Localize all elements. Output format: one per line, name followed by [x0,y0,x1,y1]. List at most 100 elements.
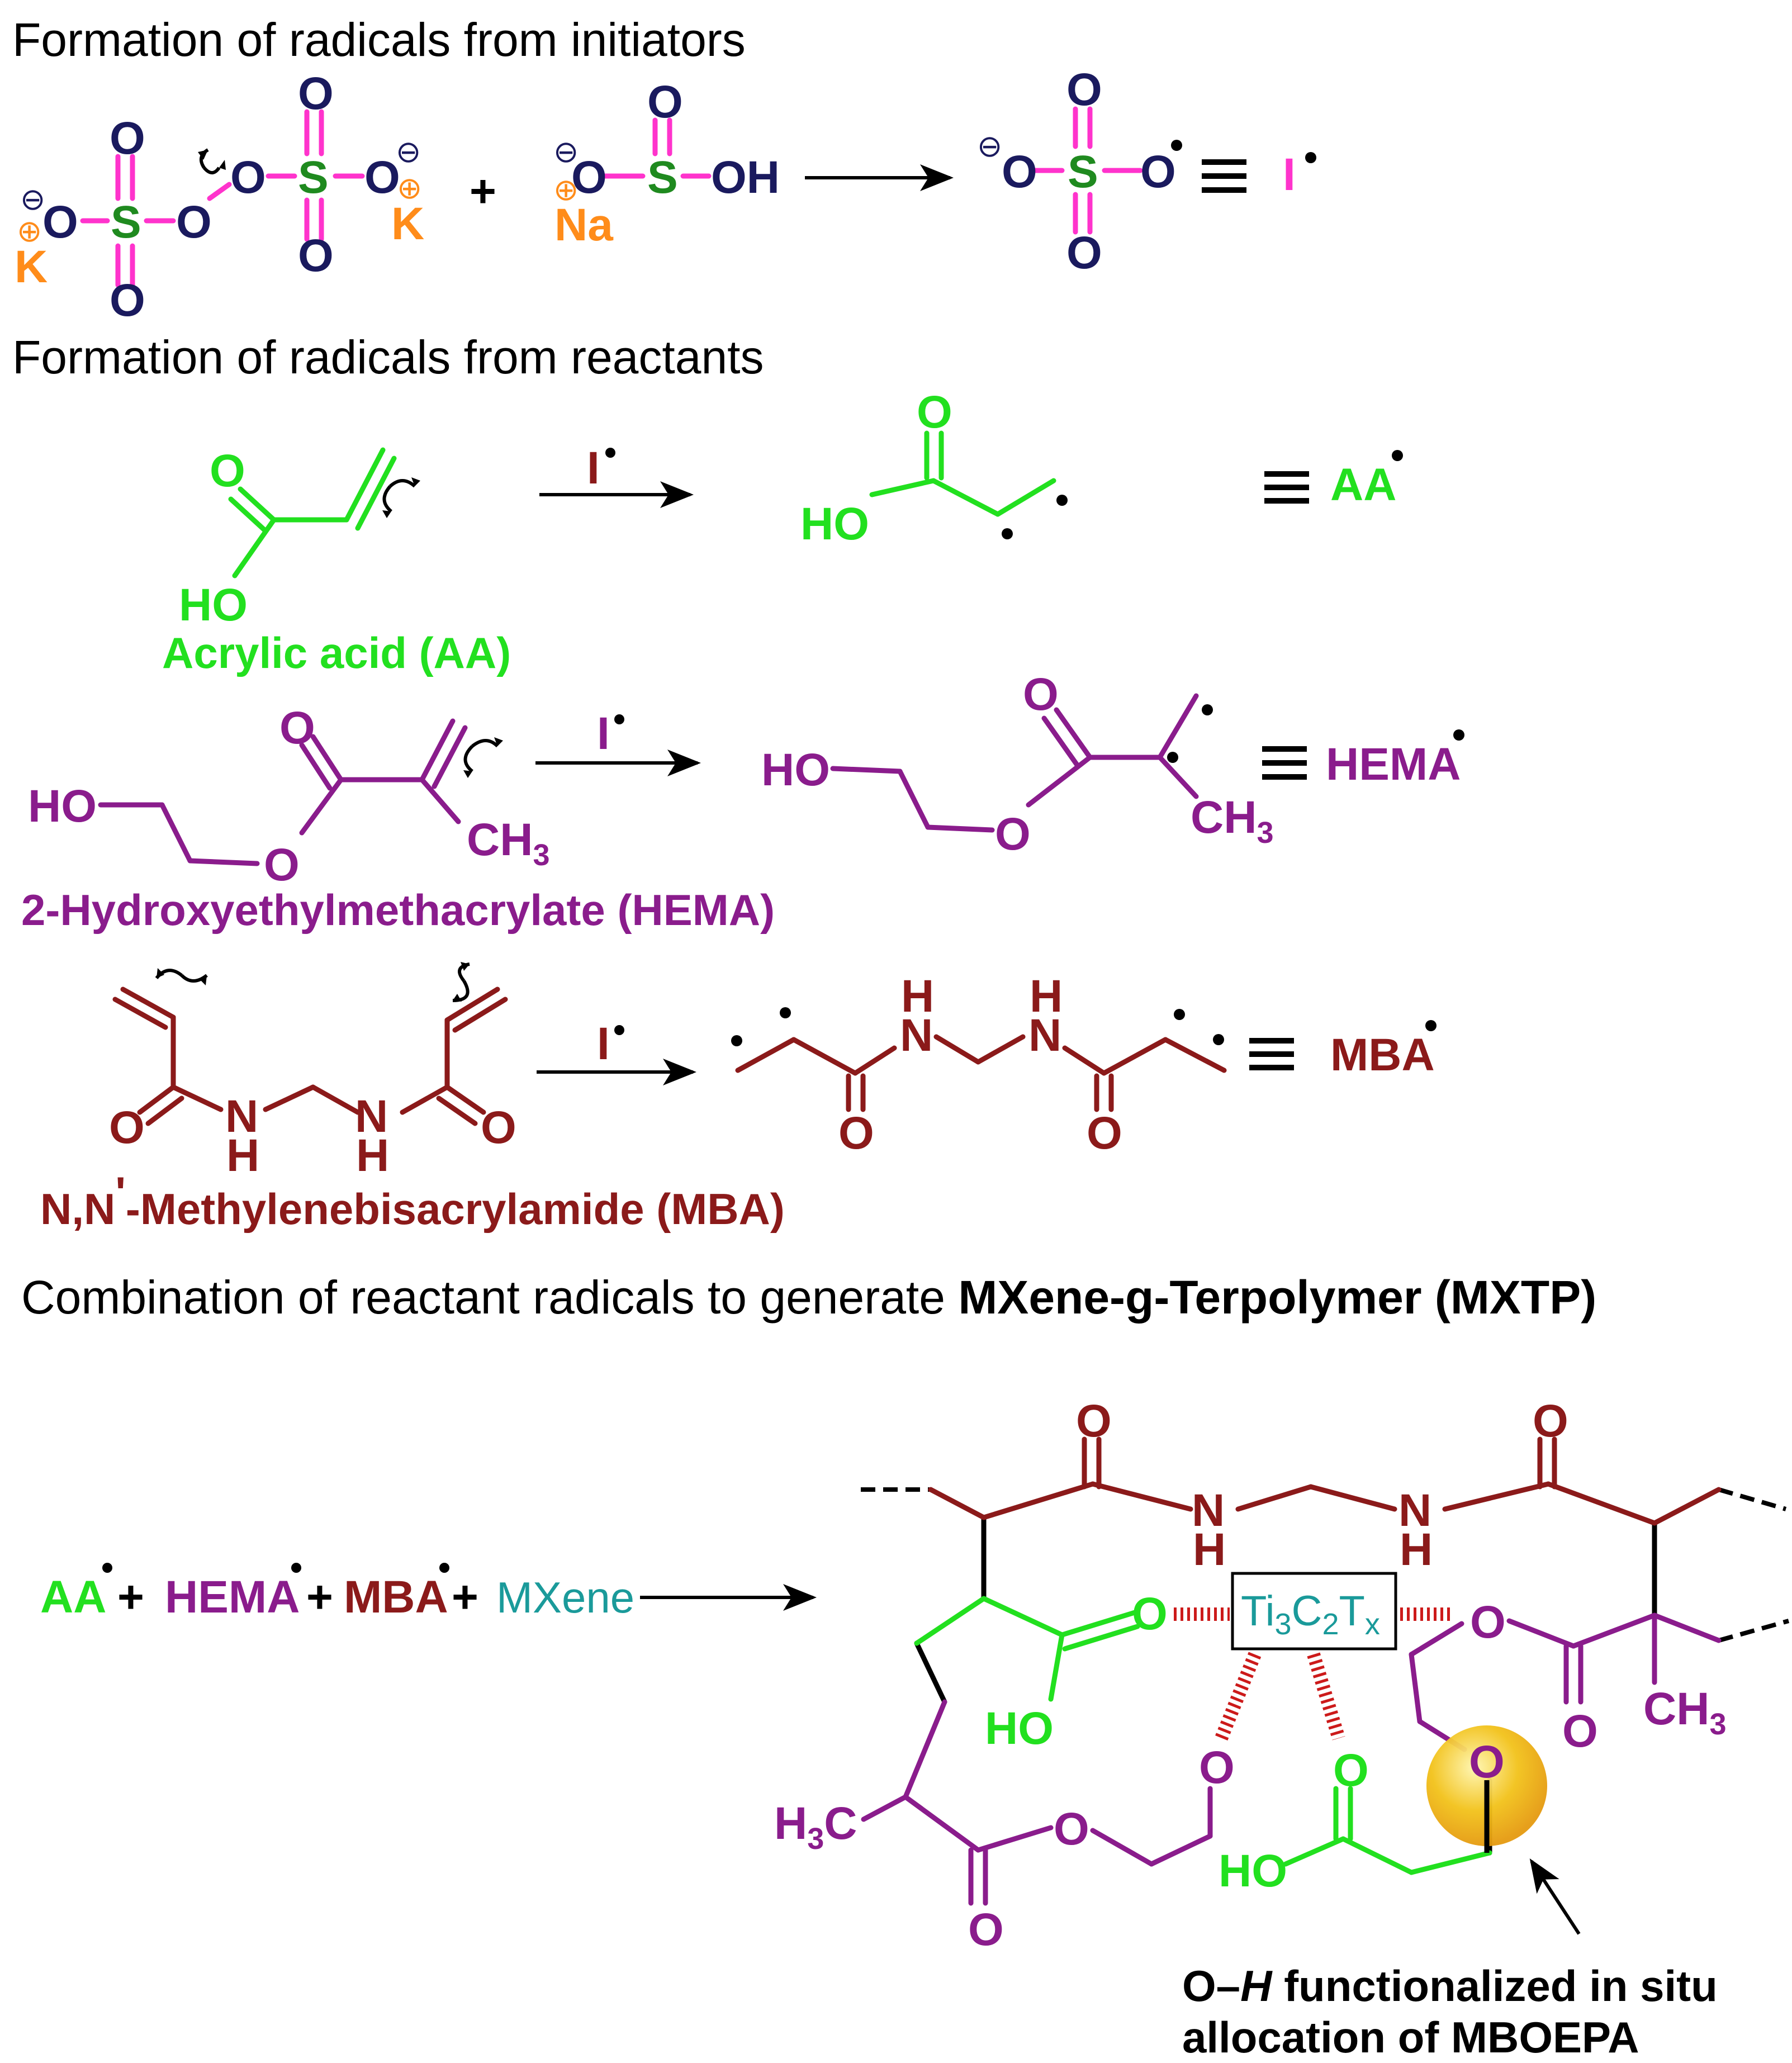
potassium-right: K [391,198,424,249]
acrylic-acid-structure: O HO [179,445,420,630]
potassium-left: K [15,241,48,292]
note-line1: O–H functionalized in situ [1182,1961,1718,2010]
hbond-lower-right [1307,1652,1345,1740]
mba-radical-h-left: H [901,971,934,1022]
mba-h-left: H [226,1130,259,1181]
radical-dot-hema-1 [1202,704,1213,715]
hema-methyl: CH3 [467,814,549,872]
mxtp-hema-carbonyl-o: O [968,1904,1004,1955]
arrow-label-i-aa: I [587,443,600,494]
mba-o-right: O [481,1102,516,1153]
sum-plus-1: + [117,1572,144,1623]
mba-structure: O N H N H O [109,962,516,1181]
mxtp-h-left: H [1193,1524,1226,1575]
charge-minus-3: ⊖ [553,135,579,169]
o-bridge-1: O [176,197,212,248]
o-radical-sulfate: O [1140,146,1176,197]
bisulfite-structure: ⊖ O ⊕ Na S O OH [553,77,780,250]
mba-radical-o-left: O [838,1108,874,1159]
mba-radical-n-right: N [1028,1010,1061,1061]
o-bottom-left: O [110,275,145,326]
hema-full-name: 2-Hydroxyethylmethacrylate (HEMA) [21,885,775,935]
equiv-sign-mba [1249,1038,1294,1070]
o-bottom-right: O [298,230,334,281]
sodium: Na [554,200,614,250]
aa-radical-label: AA [1330,459,1396,510]
radical-dot-aa-1 [1056,495,1068,506]
mba-radical-o-right: O [1087,1108,1122,1159]
equiv-sign-aa [1264,471,1309,504]
aa-radical-structure: O HO [800,387,1068,549]
note-line2: allocation of MBOEPA [1182,2013,1639,2062]
hema-radical-hydroxyl: HO [761,744,830,795]
aa-full-name: Acrylic acid (AA) [162,628,511,677]
plus-sign-1: + [470,166,496,217]
mba-radical-label: MBA [1330,1030,1435,1080]
radical-dot-mba-label [1425,1020,1437,1031]
mba-h-right: H [356,1130,389,1181]
charge-minus-4: ⊖ [977,130,1002,163]
radical-dot-sum-mba [439,1563,449,1573]
hema-radical-label: HEMA [1326,739,1461,790]
mxtp-aa-hydroxyl: HO [985,1703,1054,1754]
radical-dot-arrow-hema [614,714,624,724]
o-top-bisulfite: O [647,77,683,127]
mxene-box [1231,1572,1397,1651]
mxtp-o-highlighted: O [1469,1737,1505,1787]
o-top-right: O [298,68,334,119]
mxtp-h3c: H3C [774,1798,857,1856]
mxtp-o-mba-right: O [1533,1396,1568,1447]
radical-dot-hema-label [1453,729,1464,741]
sulfur-left: S [111,197,141,248]
radical-dot-mba-4 [1213,1034,1224,1045]
mxtp-hema-o-top: O [1199,1742,1235,1793]
o-bottom-sulfate: O [1066,227,1102,278]
radical-dot-mba-1 [731,1035,742,1046]
sum-mba: MBA [344,1572,448,1623]
hema-radical-methyl: CH3 [1191,792,1273,850]
radical-dot-mba-2 [780,1007,791,1018]
mxene-formula: Ti3C2Tx [1241,1587,1380,1641]
sum-plus-3: + [452,1572,478,1623]
charge-minus-1: ⊖ [20,183,45,216]
radical-dot-aa-label [1392,450,1403,461]
reactant-sum: AA + HEMA + MBA + MXene [40,1563,817,1623]
arrow-label-i-mba: I [597,1018,610,1069]
equiv-sign-1 [1202,159,1246,193]
o-minus-bisulfite: O [571,152,607,203]
hema-radical-structure: HO O O CH3 [761,669,1273,860]
hema-ester-o: O [264,840,300,890]
radical-dot-mba-3 [1174,1009,1185,1020]
hema-structure: HO O O CH3 [28,703,549,890]
mxtp-structure: O O N H N H O HO H3C O O O O [774,1396,1790,1955]
o-minus-left: O [42,197,78,248]
hema-radical-ester-o: O [995,809,1031,860]
sulfur-right: S [298,152,329,203]
mxtp-h-right: H [1400,1524,1433,1575]
mxtp-hema2-carbonyl-o: O [1562,1706,1598,1757]
heading-reactants: Formation of radicals from reactants [12,331,764,383]
mba-o-left: O [109,1102,145,1153]
hema-carbonyl-o: O [279,703,315,753]
sum-aa: AA [40,1572,106,1623]
mxtp-n-left: N [1192,1485,1225,1536]
sum-hema: HEMA [165,1572,300,1623]
mba-radical-n-left: N [900,1010,933,1061]
mxtp-aa-carbonyl-o: O [1132,1588,1168,1639]
mxtp-hema-ester-o: O [1054,1804,1089,1855]
charge-plus-3: ⊕ [553,173,579,207]
radical-dot-sulfate [1171,140,1182,151]
o-minus-right: O [364,152,400,203]
charge-plus-1: ⊕ [17,215,42,248]
hema-hydroxyl: HO [28,781,97,832]
radical-dot-hema-2 [1167,752,1178,763]
o-top-sulfate: O [1066,64,1102,115]
sum-mxene: MXene [496,1573,634,1622]
sulfur-sulfate: S [1068,146,1098,197]
mba-radical-h-right: H [1030,971,1063,1022]
mxtp-o-mba-left: O [1076,1396,1112,1447]
aa-hydroxyl: HO [179,580,248,630]
note-arrow [1529,1858,1581,1935]
o-top-left: O [110,113,145,164]
